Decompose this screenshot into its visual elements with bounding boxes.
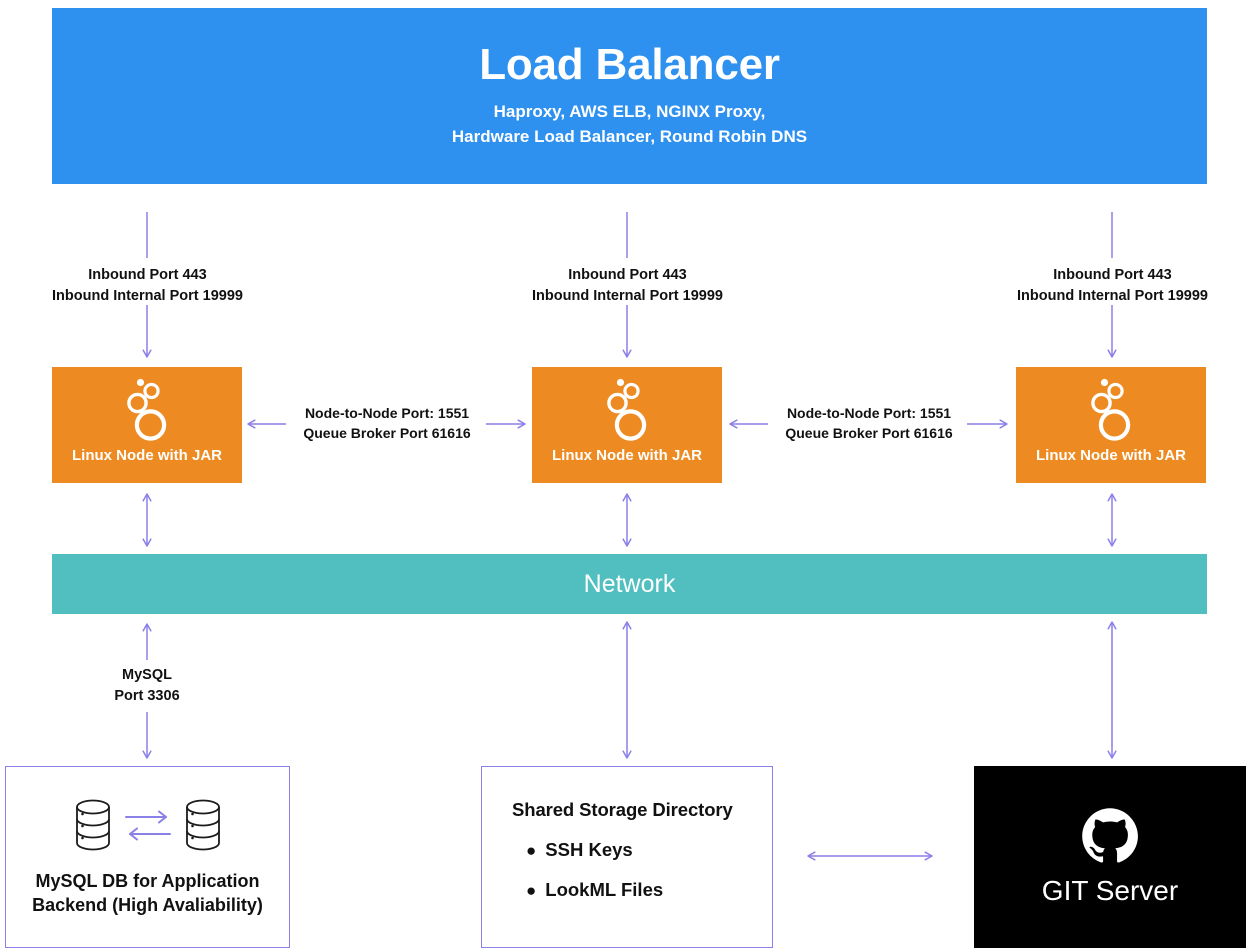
mysql-db-caption-line1: MySQL DB for Application bbox=[35, 870, 260, 891]
inbound-label-3-line1: Inbound Port 443 bbox=[1053, 267, 1172, 283]
looker-logo-icon bbox=[1091, 378, 1131, 441]
inbound-label-1-line1: Inbound Port 443 bbox=[88, 267, 207, 283]
database-cylinder-right-icon bbox=[185, 799, 220, 851]
inbound-label-node-3: Inbound Port 443 Inbound Internal Port 1… bbox=[965, 265, 1251, 306]
linux-node-box-3: Linux Node with JAR bbox=[1016, 367, 1206, 483]
shared-storage-item-label: LookML Files bbox=[545, 879, 664, 900]
inbound-label-1-line2: Inbound Internal Port 19999 bbox=[52, 287, 243, 304]
bullet-icon: ● bbox=[526, 880, 537, 900]
mysql-link-label: MySQL Port 3306 bbox=[47, 665, 247, 706]
list-item: ● LookML Files bbox=[526, 879, 772, 901]
node-link-2-line2: Queue Broker Port 61616 bbox=[785, 424, 953, 441]
inbound-label-2-line2: Inbound Internal Port 19999 bbox=[532, 287, 723, 304]
linux-node-label-2: Linux Node with JAR bbox=[552, 447, 702, 464]
mysql-link-line2: Port 3306 bbox=[114, 687, 180, 704]
load-balancer-subtitle-line2: Hardware Load Balancer, Round Robin DNS bbox=[451, 127, 808, 147]
node-link-2-line1: Node-to-Node Port: 1551 bbox=[786, 405, 952, 421]
list-item: ● SSH Keys bbox=[526, 839, 772, 861]
inbound-label-node-1: Inbound Port 443 Inbound Internal Port 1… bbox=[0, 265, 295, 306]
inbound-label-node-2: Inbound Port 443 Inbound Internal Port 1… bbox=[480, 265, 775, 306]
looker-logo-icon bbox=[607, 378, 647, 441]
load-balancer-box: Load Balancer Haproxy, AWS ELB, NGINX Pr… bbox=[52, 8, 1207, 184]
git-server-box: GIT Server bbox=[974, 766, 1246, 948]
linux-node-box-2: Linux Node with JAR bbox=[532, 367, 722, 483]
shared-storage-list: ● SSH Keys ● LookML Files bbox=[512, 839, 772, 901]
linux-node-label-1: Linux Node with JAR bbox=[72, 447, 222, 464]
node-link-1-line2: Queue Broker Port 61616 bbox=[303, 424, 471, 441]
linux-node-label-3: Linux Node with JAR bbox=[1036, 447, 1186, 464]
bullet-icon: ● bbox=[526, 840, 537, 860]
network-bar: Network bbox=[52, 554, 1207, 614]
linux-node-box-1: Linux Node with JAR bbox=[52, 367, 242, 483]
shared-storage-title: Shared Storage Directory bbox=[512, 799, 733, 820]
load-balancer-subtitle: Haproxy, AWS ELB, NGINX Proxy, Hardware … bbox=[452, 100, 807, 149]
node-link-label-2: Node-to-Node Port: 1551 Queue Broker Por… bbox=[769, 404, 969, 444]
git-server-label: GIT Server bbox=[1041, 875, 1179, 906]
shared-storage-item-label: SSH Keys bbox=[545, 839, 633, 860]
database-replication-icon bbox=[70, 797, 226, 855]
replication-arrows-icon bbox=[124, 810, 171, 841]
looker-logo-icon bbox=[127, 378, 167, 441]
mysql-db-box: MySQL DB for Application Backend (High A… bbox=[5, 766, 290, 948]
mysql-db-caption: MySQL DB for Application Backend (High A… bbox=[32, 869, 263, 918]
node-link-label-1: Node-to-Node Port: 1551 Queue Broker Por… bbox=[287, 404, 487, 444]
mysql-link-line1: MySQL bbox=[122, 667, 172, 683]
database-cylinder-left-icon bbox=[75, 799, 110, 851]
inbound-label-2-line1: Inbound Port 443 bbox=[568, 267, 687, 283]
node-link-1-line1: Node-to-Node Port: 1551 bbox=[304, 405, 470, 421]
network-label: Network bbox=[583, 569, 676, 598]
load-balancer-title: Load Balancer bbox=[479, 40, 780, 90]
mysql-db-caption-line2: Backend (High Avaliability) bbox=[32, 895, 263, 915]
inbound-label-3-line2: Inbound Internal Port 19999 bbox=[1017, 287, 1208, 304]
github-logo-icon bbox=[1082, 808, 1138, 863]
load-balancer-subtitle-line1: Haproxy, AWS ELB, NGINX Proxy, bbox=[493, 102, 766, 122]
shared-storage-box: Shared Storage Directory ● SSH Keys ● Lo… bbox=[481, 766, 773, 948]
